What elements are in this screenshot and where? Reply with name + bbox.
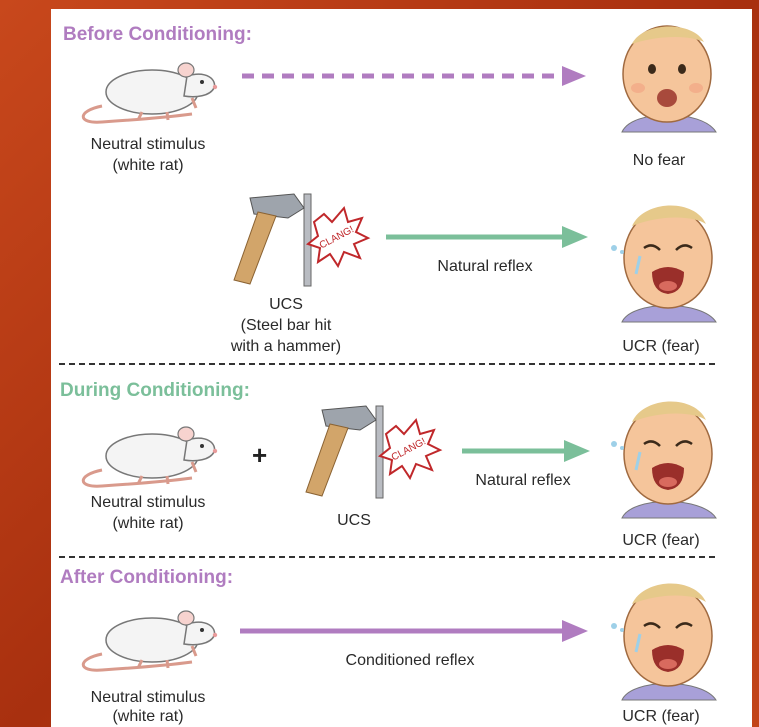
baby-calm-icon [612, 14, 722, 139]
before-neutral-label-2: (white rat) [68, 155, 228, 176]
rat-icon [72, 56, 222, 126]
conditioned-reflex-label: Conditioned reflex [320, 650, 500, 671]
during-ucr-label: UCR (fear) [604, 530, 718, 551]
baby-crying-icon [604, 192, 722, 327]
during-neutral-label-2: (white rat) [68, 513, 228, 534]
divider-1 [59, 363, 715, 365]
during-ucs-label: UCS [314, 510, 394, 531]
rat-icon [72, 420, 222, 490]
before-neutral-label-1: Neutral stimulus [68, 134, 228, 155]
hammer-bar-icon: CLANG! [300, 404, 450, 504]
during-reflex-label: Natural reflex [448, 470, 598, 491]
after-neutral-label-2: (white rat) [68, 706, 228, 727]
before-heading: Before Conditioning: [63, 24, 252, 46]
dashed-arrow [240, 64, 590, 88]
during-neutral-label-1: Neutral stimulus [68, 492, 228, 513]
divider-2 [59, 556, 715, 558]
during-heading: During Conditioning: [60, 380, 250, 402]
after-heading: After Conditioning: [60, 567, 233, 589]
natural-reflex-arrow-2 [460, 438, 594, 464]
baby-crying-icon [604, 388, 722, 523]
no-fear-label: No fear [604, 150, 714, 171]
baby-crying-icon [604, 570, 722, 705]
before-reflex-label: Natural reflex [400, 256, 570, 277]
hammer-bar-icon: CLANG! [228, 192, 378, 292]
ucs-label-2: (Steel bar hit [196, 315, 376, 336]
ucs-label-3: with a hammer) [196, 336, 376, 357]
plus-sign: + [252, 440, 267, 471]
natural-reflex-arrow-1 [384, 224, 592, 250]
before-ucr-label: UCR (fear) [604, 336, 718, 357]
conditioned-reflex-arrow [238, 618, 592, 644]
after-ucr-label: UCR (fear) [604, 706, 718, 727]
rat-icon [72, 604, 222, 674]
ucs-label-1: UCS [196, 294, 376, 315]
after-neutral-label-1: Neutral stimulus [68, 687, 228, 708]
